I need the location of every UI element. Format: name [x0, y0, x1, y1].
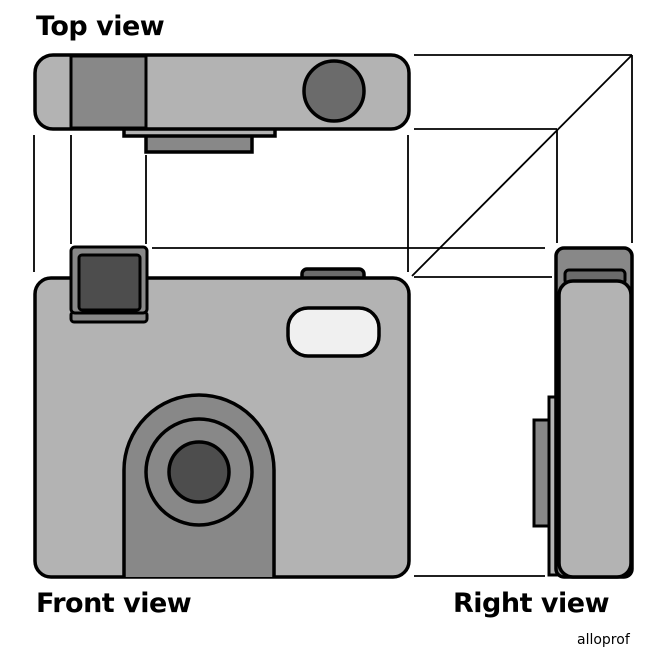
top-shutter-button [302, 59, 366, 123]
flash-window [286, 306, 381, 358]
top-viewfinder-segment [69, 54, 148, 130]
front-view-camera [33, 245, 411, 579]
top-view-label: Top view [36, 11, 165, 42]
front-view-label: Front view [36, 588, 192, 619]
projection-lines [33, 54, 633, 577]
top-view-camera [33, 53, 411, 154]
alloprof-logo: alloprof [577, 632, 630, 648]
side-body-front [557, 279, 633, 579]
right-view-label: Right view [453, 588, 610, 619]
viewfinder-window [77, 253, 142, 312]
side-lens-box [532, 418, 551, 528]
lens-inner [167, 440, 231, 504]
right-view-camera [532, 246, 634, 579]
